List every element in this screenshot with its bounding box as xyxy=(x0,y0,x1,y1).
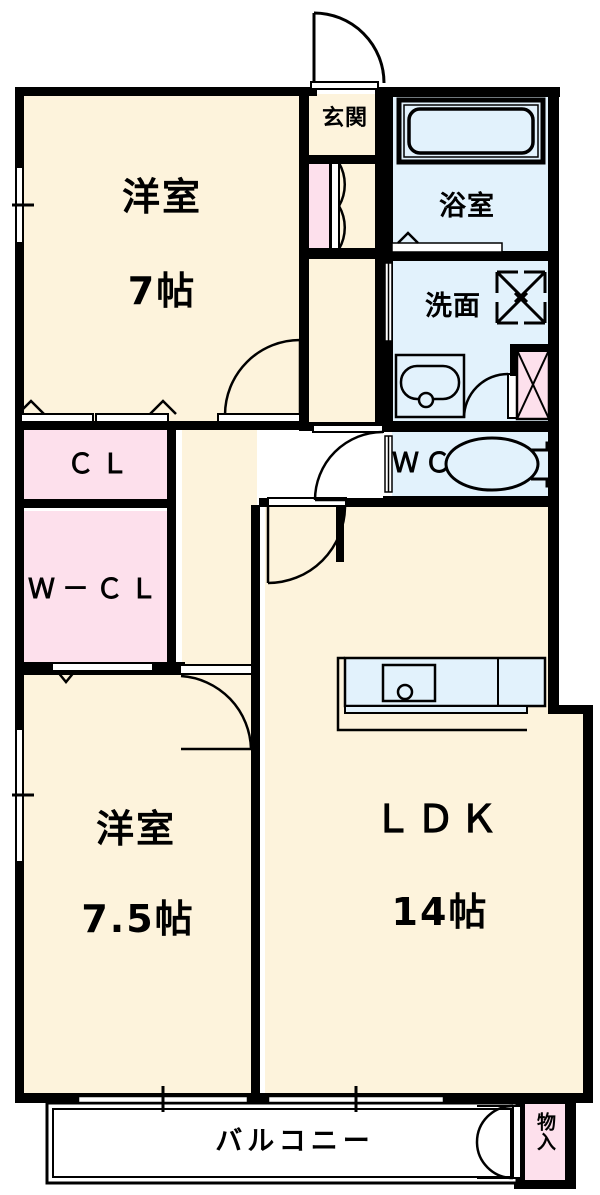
room-bath-fill xyxy=(392,94,550,253)
room-closet-wcl-fill xyxy=(17,511,175,666)
label-bedroom-bottom-name: 洋室 xyxy=(95,807,176,851)
label-storage: 物入 xyxy=(534,1112,556,1152)
label-bedroom-top-name: 洋室 xyxy=(121,175,202,219)
label-balcony: バルコニー xyxy=(215,1126,375,1157)
room-washroom-fill xyxy=(392,261,550,421)
label-ldk-name: ＬＤＫ xyxy=(373,797,503,841)
room-bedroom-bottom-fill xyxy=(17,674,257,1094)
label-genkan: 玄関 xyxy=(321,106,368,131)
room-genkan-lower-fill xyxy=(307,259,385,431)
label-toilet: ＷＣ xyxy=(392,448,456,479)
room-ldk-upper-fill xyxy=(265,505,550,715)
hallway-fill xyxy=(182,427,257,667)
label-bedroom-bottom-size: 7.5帖 xyxy=(81,897,195,941)
label-ldk-size: 14帖 xyxy=(391,890,489,934)
label-closet-wcl: Ｗ－ＣＬ xyxy=(28,574,164,605)
entrance-door-swing xyxy=(310,11,386,90)
label-bedroom-top-size: 7帖 xyxy=(127,269,197,313)
label-bath: 浴室 xyxy=(439,191,495,222)
label-washroom: 洗面 xyxy=(425,291,481,322)
room-bedroom-top-fill xyxy=(22,94,307,427)
room-ldk-lower-fill xyxy=(265,713,592,1094)
room-closet-cl-fill xyxy=(17,429,175,501)
ldk-door-swing xyxy=(312,424,384,502)
label-closet-cl: ＣＬ xyxy=(67,449,135,480)
